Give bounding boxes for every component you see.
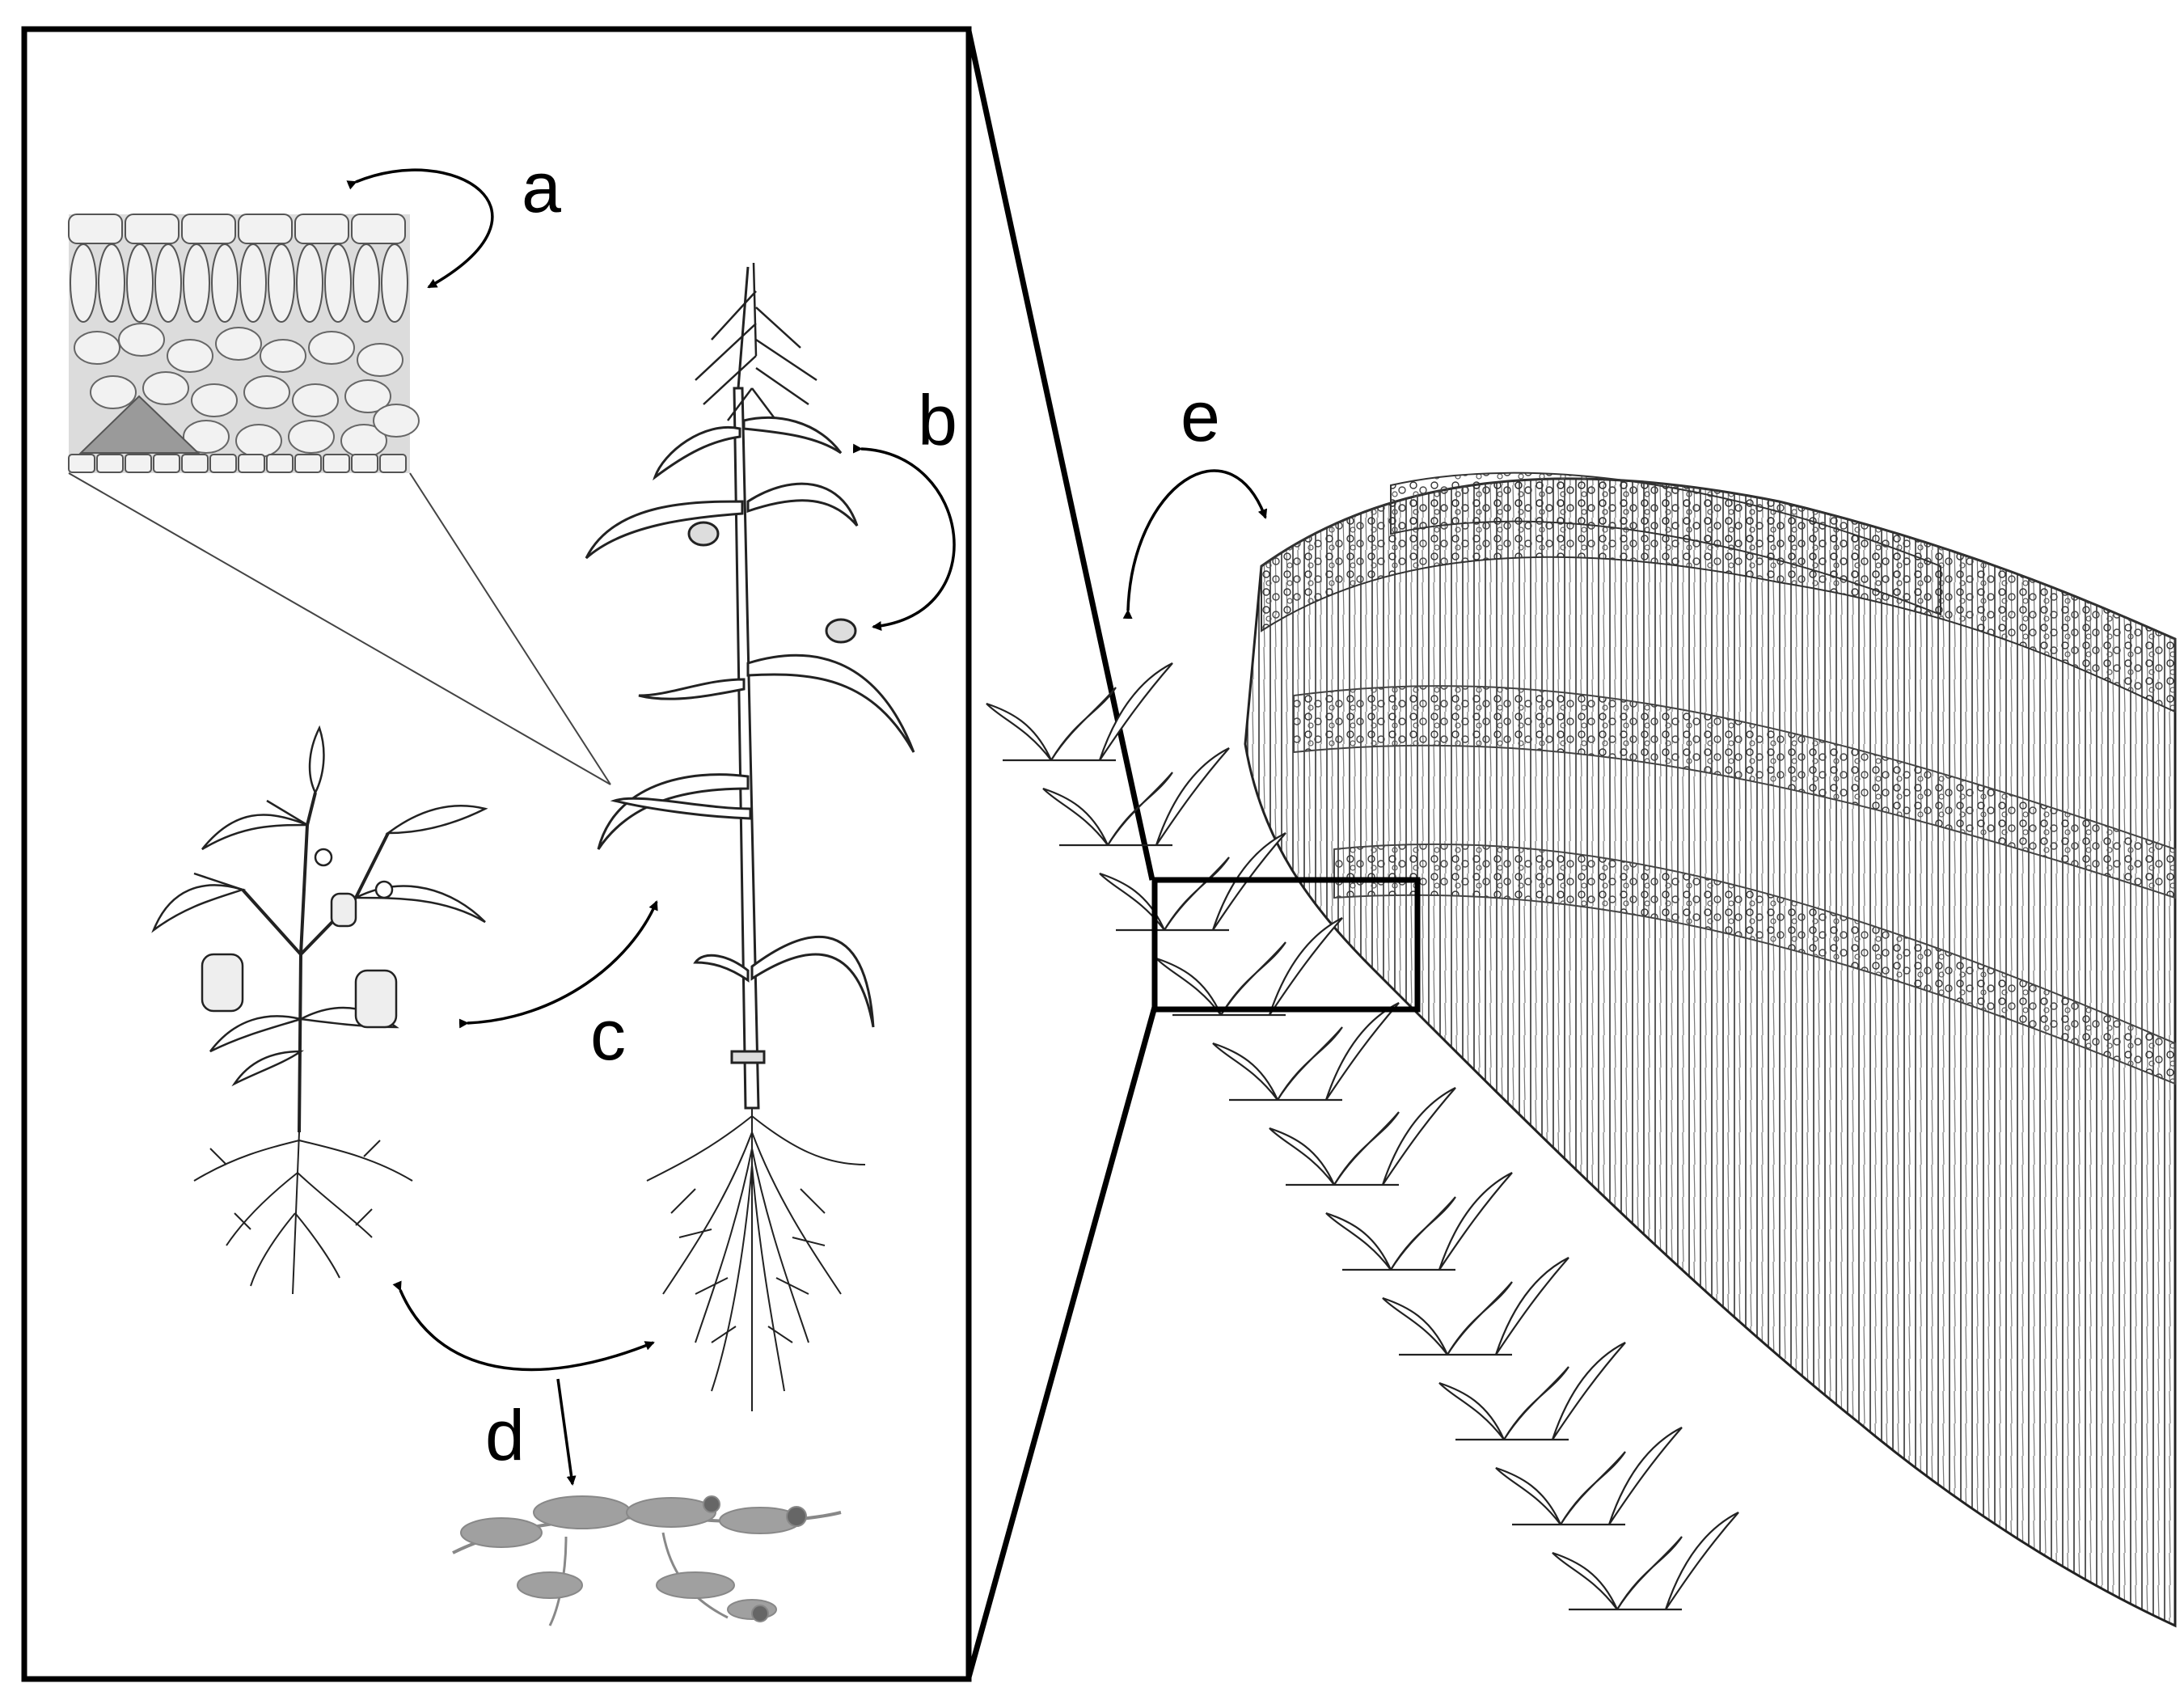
arrow-e — [1128, 471, 1265, 611]
epidermis-cell — [69, 455, 95, 472]
palisade-cell — [268, 244, 294, 322]
mesophyll-cell — [143, 372, 188, 404]
maize-seedling-leaf — [1156, 748, 1229, 845]
mesophyll-cell — [357, 344, 403, 376]
epidermis-cell — [239, 214, 292, 243]
maize-seedling-leaf — [1439, 1173, 1512, 1270]
mesophyll-cell — [91, 376, 136, 408]
epidermis-cell — [154, 455, 180, 472]
mesophyll-cell — [216, 328, 261, 360]
maize-seedling-leaf — [1269, 918, 1342, 1015]
maize-seedling-leaf — [1383, 1088, 1455, 1185]
zoom-line-bottom — [969, 1007, 1155, 1677]
palisade-cell — [212, 244, 238, 322]
label-d: d — [485, 1395, 525, 1475]
palisade-cell — [382, 244, 408, 322]
epidermis-cell — [295, 214, 349, 243]
mesophyll-cell — [119, 324, 164, 356]
palisade-cell — [155, 244, 181, 322]
label-e: e — [1181, 376, 1220, 456]
mesophyll-cell — [192, 384, 237, 417]
epidermis-cell — [239, 455, 264, 472]
palisade-cell — [127, 244, 153, 322]
crop-leaf — [1213, 1043, 1278, 1100]
epidermis-cell — [352, 214, 405, 243]
label-a: a — [522, 147, 561, 227]
epidermis-cell — [125, 455, 151, 472]
epidermis-cell — [69, 214, 122, 243]
crop-leaf — [1496, 1468, 1561, 1525]
epidermis-cell — [295, 455, 321, 472]
epidermis-cell — [352, 455, 378, 472]
maize-seedling-leaf — [1326, 1003, 1399, 1100]
epidermis-cell — [97, 455, 123, 472]
mesophyll-cell — [244, 376, 289, 408]
epidermis-cell — [380, 455, 406, 472]
label-c: c — [590, 995, 626, 1075]
mesophyll-cell — [260, 340, 306, 372]
crop-leaf — [1269, 1128, 1334, 1185]
epidermis-cell — [182, 214, 235, 243]
crop-leaf — [1383, 1298, 1447, 1355]
palisade-cell — [240, 244, 266, 322]
maize-seedling-leaf — [1666, 1512, 1738, 1609]
mesophyll-cell — [293, 384, 338, 417]
maize-seedling-leaf — [1609, 1427, 1682, 1525]
crop-leaf — [1326, 1213, 1391, 1270]
palisade-cell — [70, 244, 96, 322]
crop-leaf — [1439, 1383, 1504, 1440]
crop-leaf — [1552, 1553, 1617, 1609]
label-b: b — [918, 380, 957, 460]
mesophyll-cell — [289, 421, 334, 453]
mesophyll-cell — [309, 332, 354, 364]
maize-seedling-leaf — [1552, 1343, 1625, 1440]
zoom-line-top — [969, 31, 1152, 880]
mesophyll-cell — [374, 404, 419, 437]
field-scene — [1245, 473, 2175, 1626]
crop-leaf — [986, 704, 1051, 760]
palisade-cell — [325, 244, 351, 322]
palisade-cell — [99, 244, 125, 322]
epidermis-cell — [210, 455, 236, 472]
palisade-cell — [184, 244, 209, 322]
epidermis-cell — [267, 455, 293, 472]
mesophyll-cell — [74, 332, 120, 364]
mesophyll-cell — [236, 425, 281, 457]
mesophyll-cell — [167, 340, 213, 372]
maize-seedling-leaf — [1496, 1258, 1569, 1355]
palisade-cell — [297, 244, 323, 322]
epidermis-cell — [323, 455, 349, 472]
epidermis-cell — [125, 214, 179, 243]
palisade-cell — [353, 244, 379, 322]
crop-leaf — [1043, 789, 1108, 845]
epidermis-cell — [182, 455, 208, 472]
